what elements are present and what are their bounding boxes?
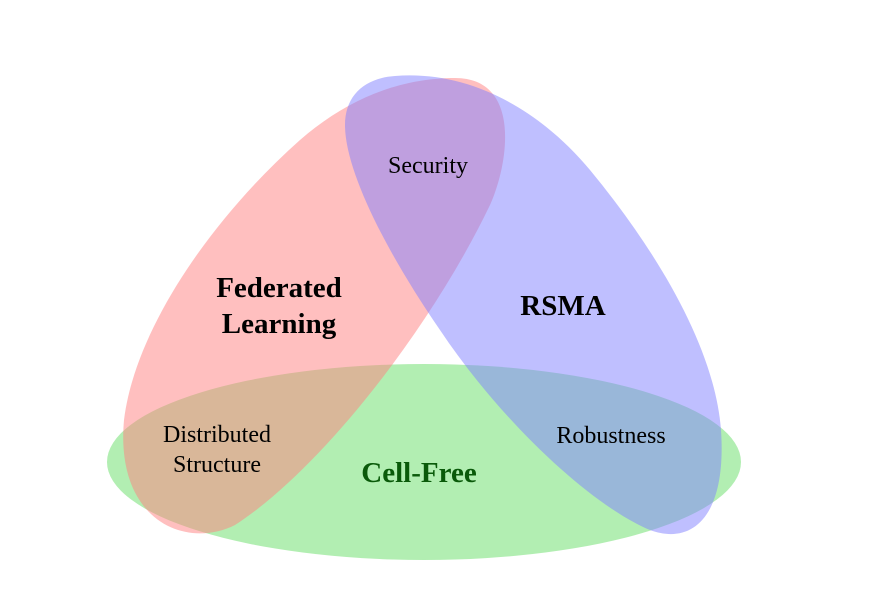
federated-learning-label-line1: Federated	[216, 272, 342, 304]
rsma-set-shape	[345, 75, 722, 535]
rsma-label: RSMA	[520, 290, 605, 322]
robustness-overlap-label: Robustness	[556, 423, 665, 449]
cell-free-label: Cell-Free	[361, 457, 477, 489]
security-overlap-label: Security	[388, 153, 468, 179]
distributed-structure-label-line2: Structure	[173, 452, 261, 478]
federated-learning-label-line2: Learning	[222, 308, 337, 340]
distributed-structure-label-line1: Distributed	[163, 422, 271, 448]
